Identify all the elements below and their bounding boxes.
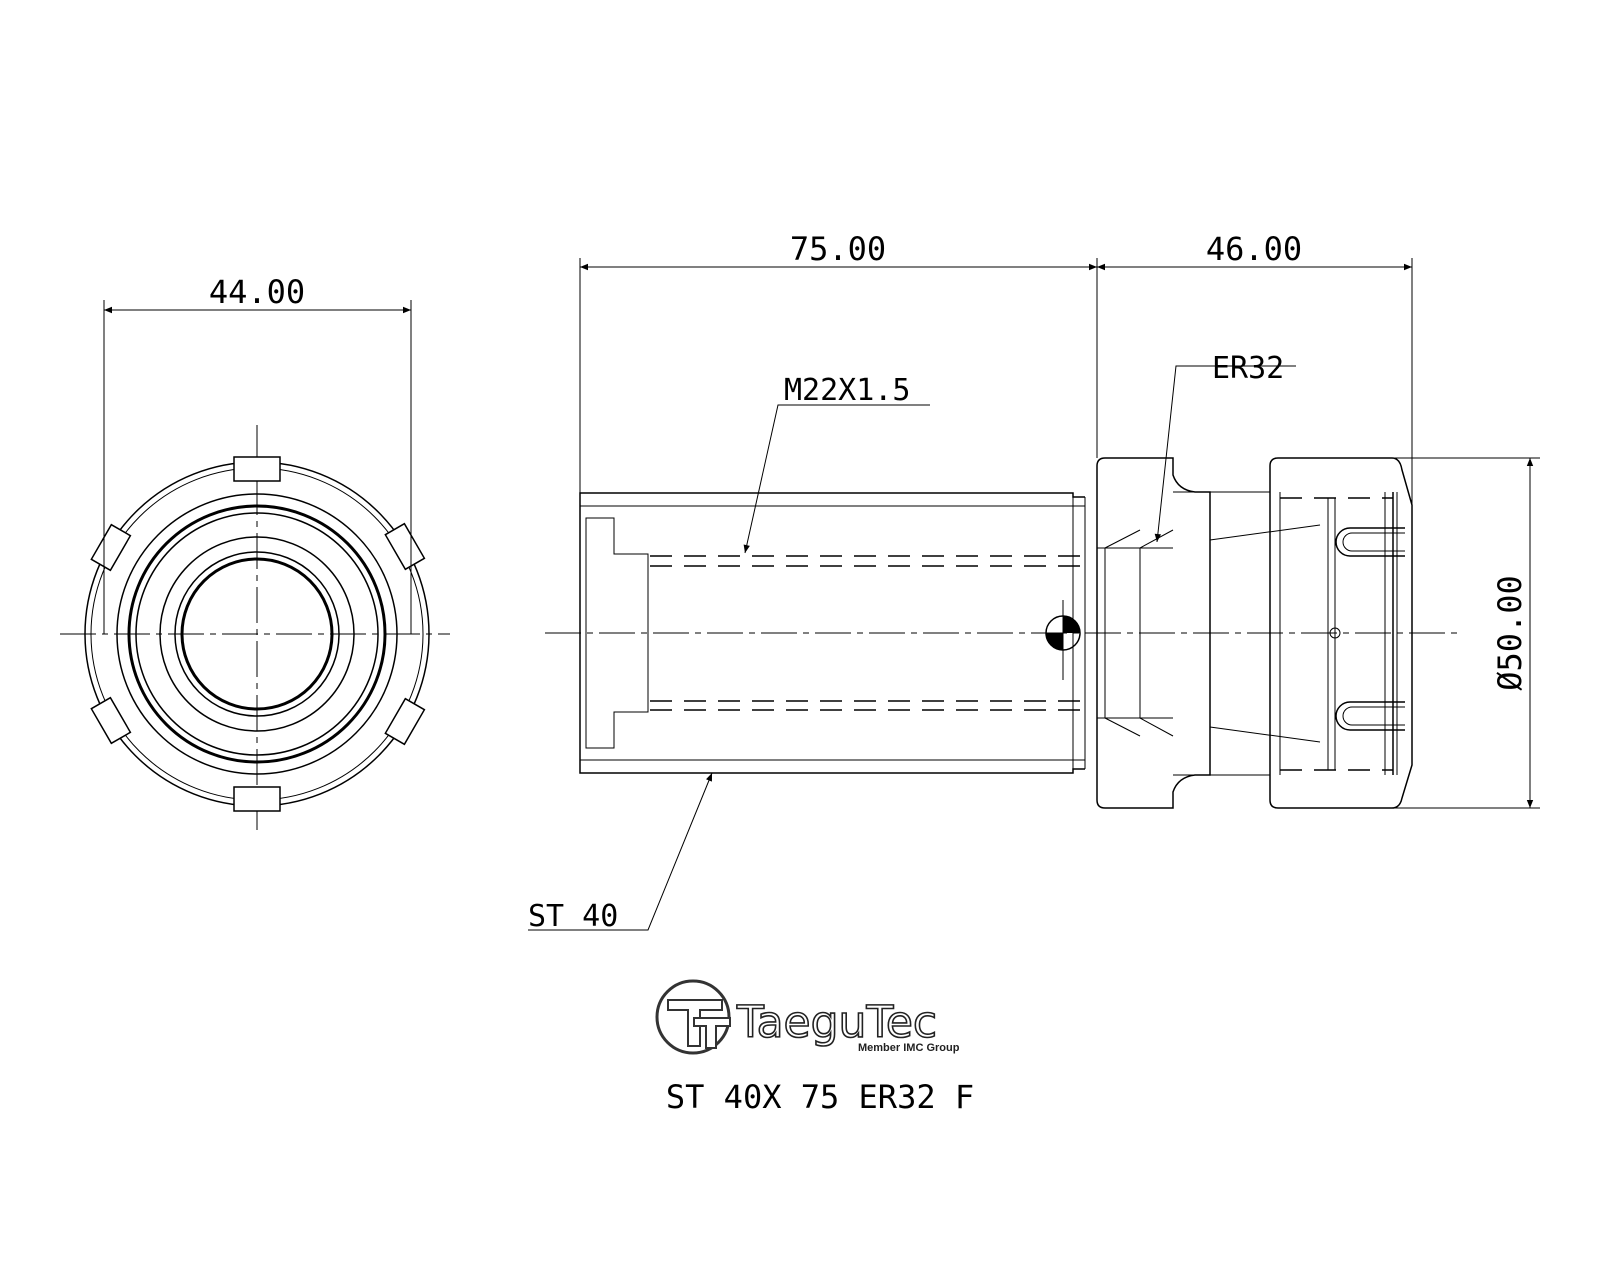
leader-thread xyxy=(743,404,930,554)
front-ring-1 xyxy=(116,493,398,775)
logo-tagline: Member IMC Group xyxy=(858,1042,960,1054)
slot-bottom xyxy=(233,786,281,812)
cross-hole-hatch-2 xyxy=(1046,633,1063,650)
dim-nut-length: 46.00 xyxy=(1206,230,1302,268)
callout-collet: ER32 xyxy=(1212,351,1284,386)
nut-slot-top xyxy=(1335,527,1405,557)
hex-chamfer-bottom-2 xyxy=(1139,717,1174,737)
callout-shank: ST 40 xyxy=(528,899,618,934)
logo-emblem-t2 xyxy=(693,1017,731,1049)
part-number: ST 40X 75 ER32 F xyxy=(666,1078,974,1116)
front-ring-2 xyxy=(127,504,387,764)
slot-upper-right xyxy=(384,522,426,571)
slot-lower-left xyxy=(90,696,132,745)
nut-slot-bottom-inner xyxy=(1342,706,1405,726)
shank-body xyxy=(579,492,1086,774)
collet-taper-top xyxy=(1209,524,1321,541)
slot-upper-left xyxy=(90,523,132,572)
slot-lower-right xyxy=(384,697,426,746)
hex-chamfer-top xyxy=(1104,529,1141,549)
front-ring-5 xyxy=(174,551,340,717)
hex-collar xyxy=(1096,457,1321,809)
leader-shank xyxy=(528,772,713,931)
dim-diameter: Ø50.00 xyxy=(1491,575,1529,691)
logo-brand: TaeguTec xyxy=(736,997,937,1048)
nut-center-mark xyxy=(1329,627,1341,639)
hex-chamfer-bottom xyxy=(1104,717,1141,737)
nut-slot-top-inner xyxy=(1342,532,1405,552)
front-bore xyxy=(180,557,334,711)
slot-top xyxy=(233,456,281,482)
dim-body-length: 75.00 xyxy=(790,230,886,268)
shank-outline xyxy=(579,492,1085,774)
leader-collet xyxy=(1154,365,1296,543)
front-view: 44.00 xyxy=(60,273,450,830)
hex-outline xyxy=(1096,457,1211,809)
nut-slots xyxy=(90,456,426,812)
collet-taper-bottom xyxy=(1209,726,1321,743)
side-view: 75.00 46.00 Ø50.00 M22X1.5 ER32 ST 40 xyxy=(528,230,1540,934)
taegutec-logo: TaeguTec Member IMC Group xyxy=(655,979,960,1055)
dim-front-width: 44.00 xyxy=(209,273,305,311)
callout-thread: M22X1.5 xyxy=(784,373,910,408)
front-ring-3 xyxy=(135,512,379,756)
nut-slot-bottom xyxy=(1335,701,1405,731)
cross-hole-hatch xyxy=(1063,616,1080,633)
shank-end-recess xyxy=(585,517,649,749)
hex-chamfer-top-2 xyxy=(1139,529,1174,549)
front-ring-4 xyxy=(159,536,355,732)
